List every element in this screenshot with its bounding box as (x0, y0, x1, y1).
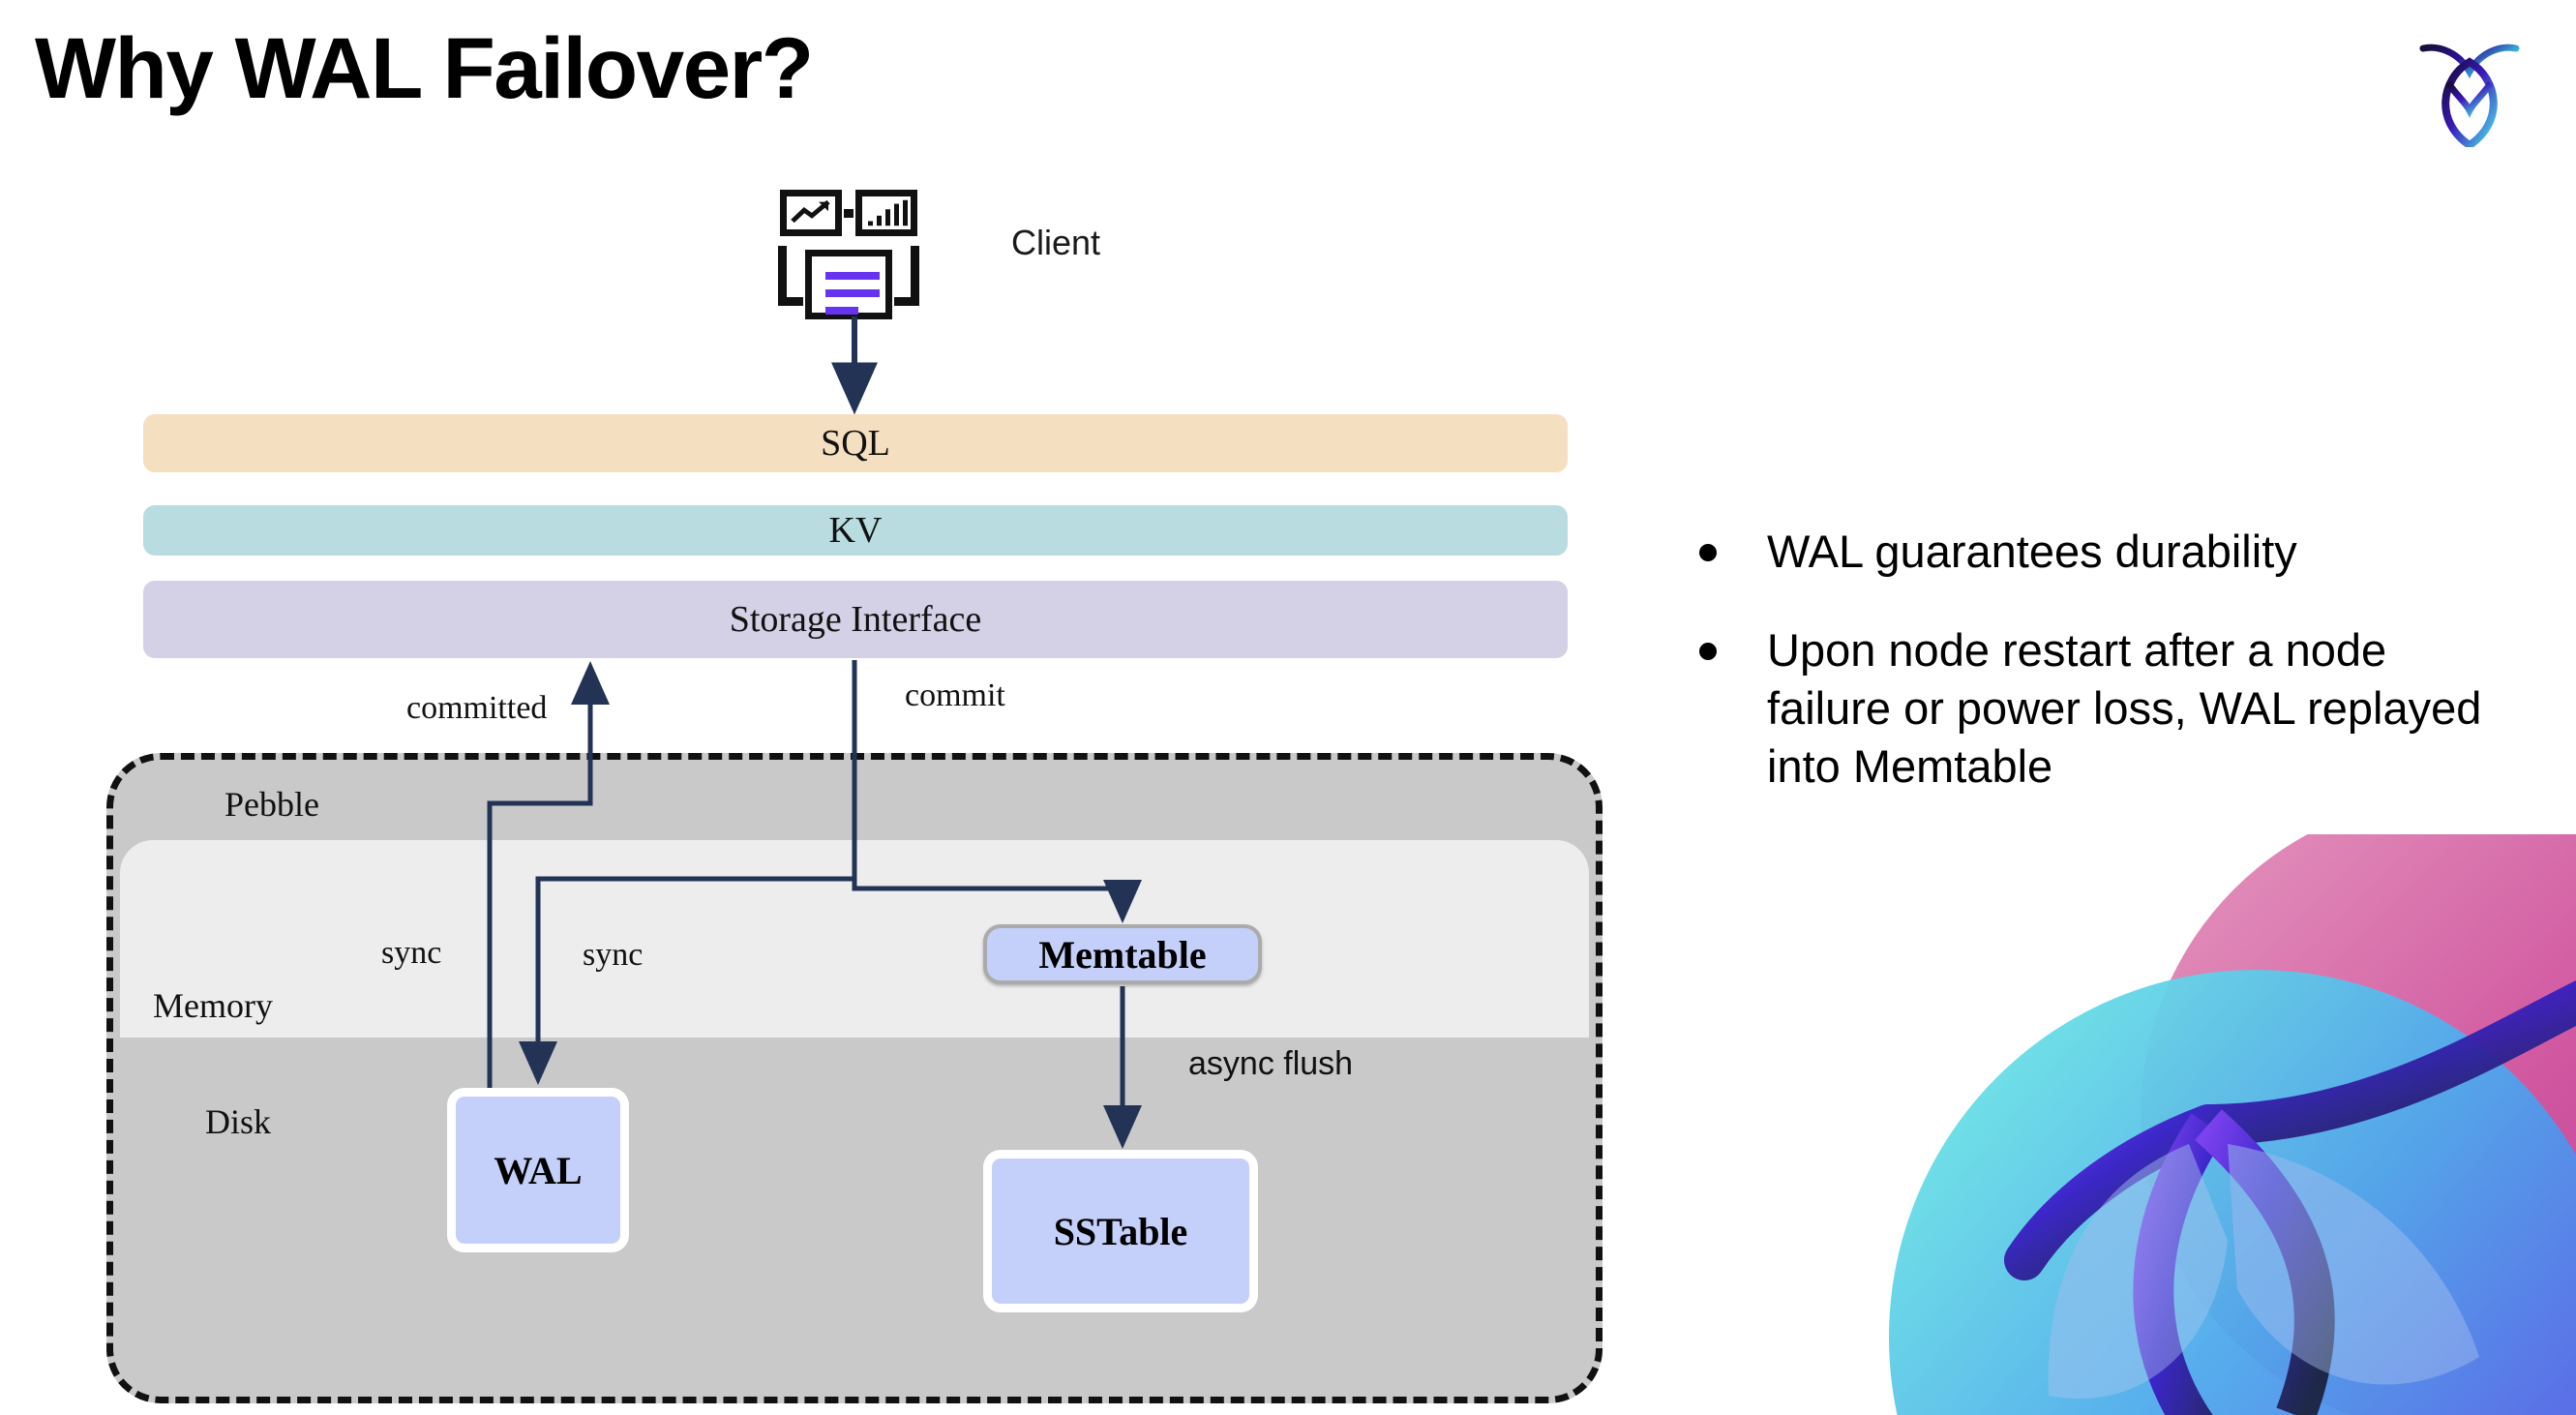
layer-bar-sql: SQL (143, 414, 1568, 472)
memory-band (120, 840, 1589, 1038)
pebble-label: Pebble (225, 785, 319, 824)
edge-label-commit: commit (905, 677, 1005, 713)
bracket-left-icon (778, 246, 803, 306)
panel-line-3 (825, 307, 858, 315)
bar-chart-icon (855, 190, 917, 236)
bullet-text: Upon node restart after a node failure o… (1767, 624, 2482, 793)
client-label: Client (1011, 223, 1101, 262)
edge-label-sync-1: sync (381, 935, 442, 971)
client-panel-icon (805, 250, 892, 319)
cockroachdb-watermark-graphic (1841, 834, 2576, 1415)
bullet-dot-icon (1699, 544, 1717, 561)
panel-line-1 (825, 272, 880, 280)
dash-icon (844, 209, 854, 218)
cockroachdb-logo-icon (2415, 33, 2524, 150)
layer-bar-kv: KV (143, 505, 1568, 556)
edge-label-sync-2: sync (583, 937, 644, 973)
bullet-text: WAL guarantees durability (1767, 526, 2297, 577)
memory-label: Memory (153, 986, 273, 1025)
panel-line-2 (825, 289, 880, 297)
list-item: WAL guarantees durability (1699, 523, 2522, 581)
node-sstable: SSTable (983, 1150, 1258, 1312)
edge-label-committed: committed (406, 690, 548, 726)
edge-label-async-flush: async flush (1188, 1045, 1354, 1082)
bracket-right-icon (894, 246, 919, 306)
line-chart-icon (780, 190, 842, 236)
disk-label: Disk (205, 1102, 272, 1141)
bullet-list: WAL guarantees durability Upon node rest… (1699, 523, 2522, 837)
list-item: Upon node restart after a node failure o… (1699, 621, 2522, 796)
node-wal: WAL (447, 1088, 629, 1252)
layer-bar-storage-interface: Storage Interface (143, 581, 1568, 658)
page-title: Why WAL Failover? (35, 19, 814, 116)
node-memtable: Memtable (983, 924, 1262, 984)
bullet-dot-icon (1699, 643, 1717, 661)
client-dashboard-icon (774, 190, 929, 325)
